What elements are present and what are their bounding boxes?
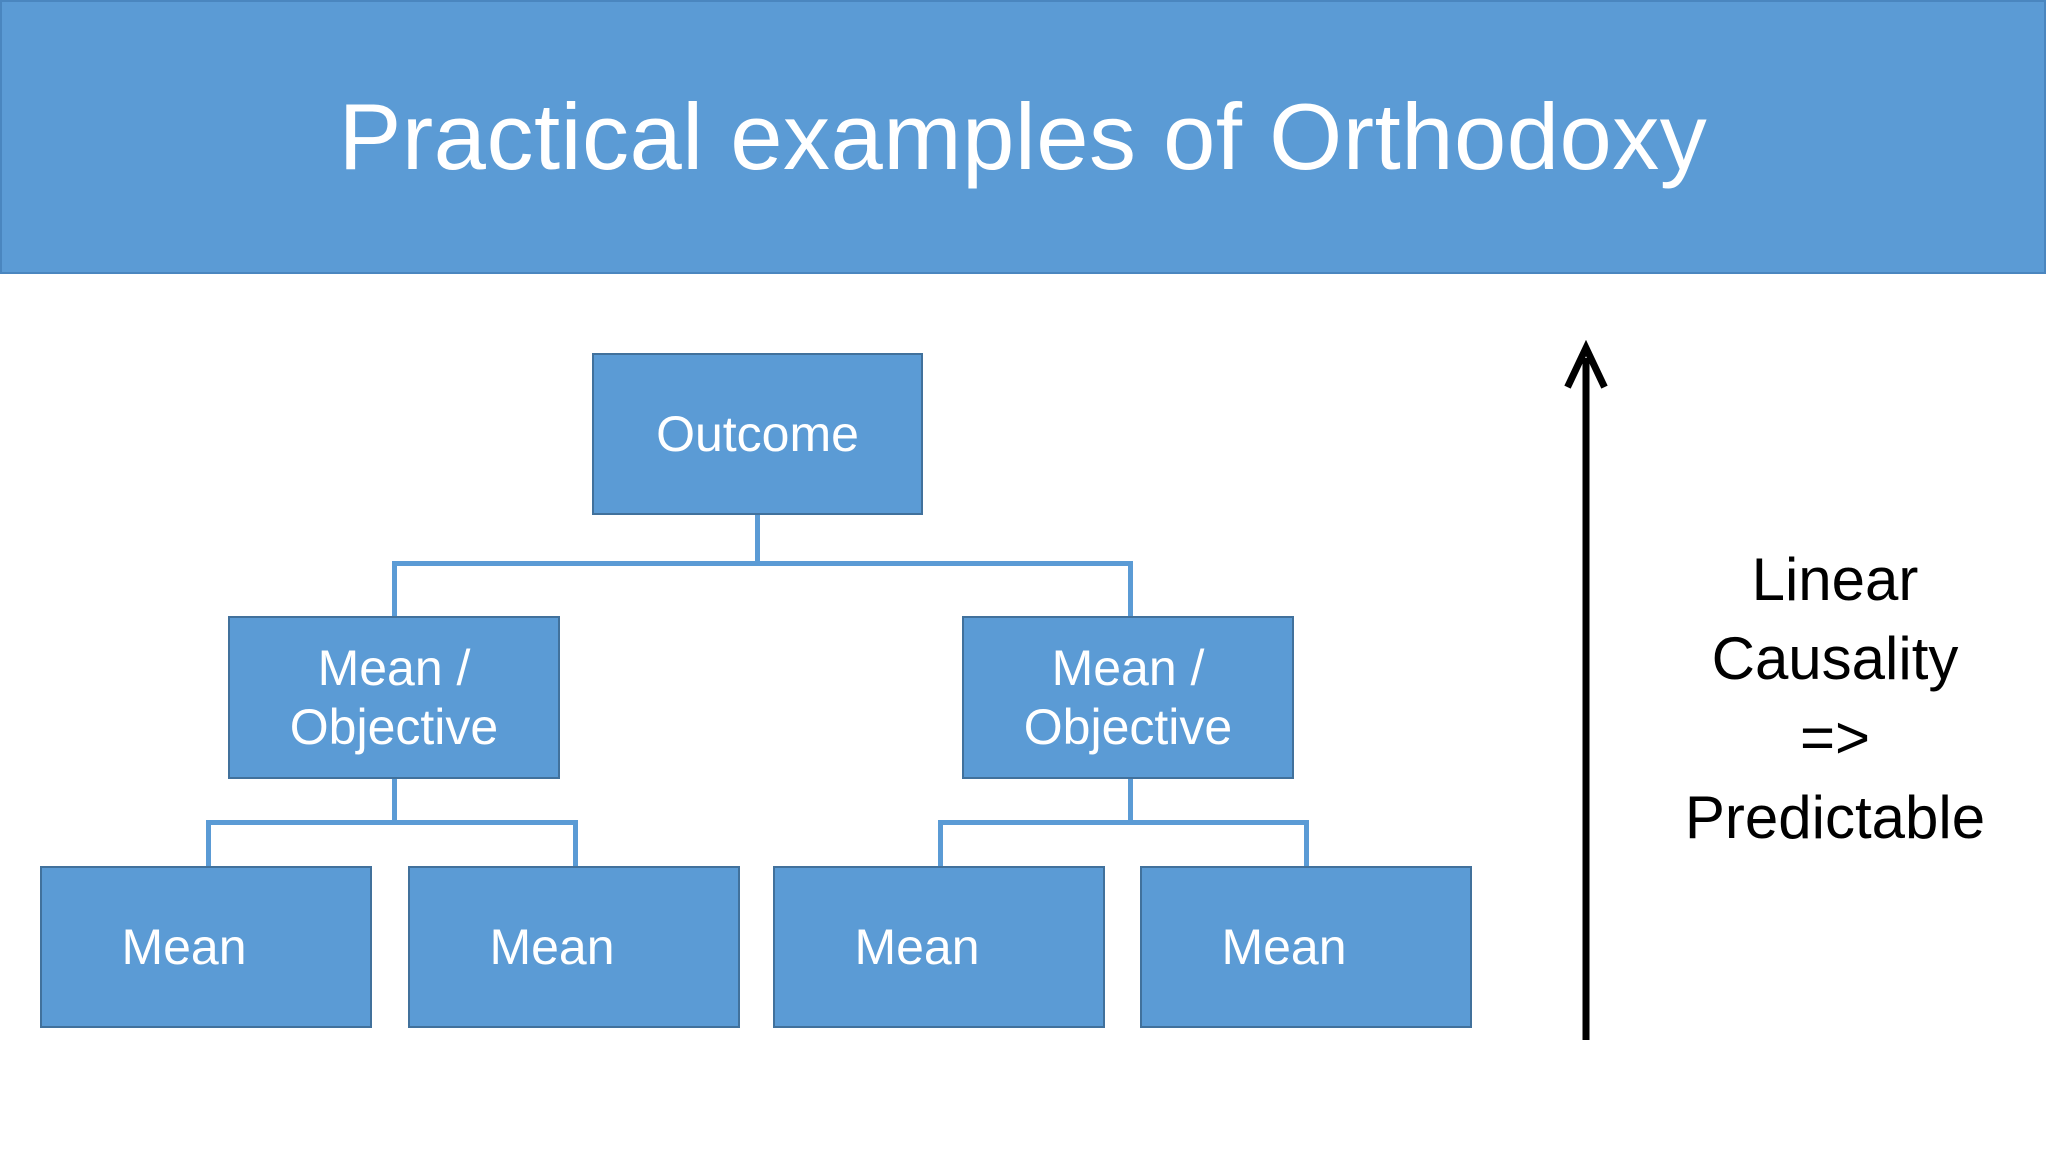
connector-root-to-left xyxy=(392,561,397,619)
title-banner: Practical examples of Orthodoxy xyxy=(0,0,2046,274)
node-mean-1-label: Mean xyxy=(121,918,247,975)
node-outcome-label: Outcome xyxy=(656,405,859,462)
node-outcome[interactable]: Outcome xyxy=(592,353,923,515)
upward-arrow-icon xyxy=(1564,340,1608,1040)
node-mean-objective-right-line2: Objective xyxy=(1023,698,1233,755)
connector-left-branch-to-mean-2 xyxy=(573,820,578,868)
node-mean-objective-right[interactable]: Mean / Objective xyxy=(962,616,1294,779)
causality-line-4: Predictable xyxy=(1684,783,1986,851)
node-mean-objective-left-line2: Objective xyxy=(289,698,499,755)
node-mean-4-label: Mean xyxy=(1221,918,1347,975)
page-title: Practical examples of Orthodoxy xyxy=(338,83,1708,189)
connector-right-branch-to-mean-3 xyxy=(938,820,943,868)
causality-line-2: Causality xyxy=(1711,625,1959,693)
node-mean-2[interactable]: Mean xyxy=(408,866,740,1028)
connector-root-to-right xyxy=(1128,561,1133,619)
connector-right-branch-to-mean-4 xyxy=(1304,820,1309,868)
node-mean-objective-right-label: Mean / Objective xyxy=(1024,639,1232,757)
node-mean-1[interactable]: Mean xyxy=(40,866,372,1028)
node-mean-objective-right-line1: Mean / xyxy=(1051,639,1205,696)
node-mean-3-label: Mean xyxy=(854,918,980,975)
node-mean-objective-left[interactable]: Mean / Objective xyxy=(228,616,560,779)
connector-right-branch-stem xyxy=(1128,779,1133,824)
connector-left-branch-horizontal xyxy=(206,820,578,825)
causality-line-3: => xyxy=(1799,704,1871,772)
node-mean-2-label: Mean xyxy=(489,918,615,975)
connector-left-branch-to-mean-1 xyxy=(206,820,211,868)
connector-left-branch-stem xyxy=(392,779,397,824)
causality-line-1: Linear xyxy=(1751,546,1919,613)
connector-root-horizontal xyxy=(392,561,1133,566)
node-mean-3[interactable]: Mean xyxy=(773,866,1105,1028)
connector-right-branch-horizontal xyxy=(938,820,1309,825)
causality-annotation: Linear Causality => Predictable xyxy=(1650,540,2020,857)
connector-root-stem xyxy=(755,514,760,565)
node-mean-4[interactable]: Mean xyxy=(1140,866,1472,1028)
node-mean-objective-left-line1: Mean / xyxy=(317,639,471,696)
node-mean-objective-left-label: Mean / Objective xyxy=(290,639,498,757)
